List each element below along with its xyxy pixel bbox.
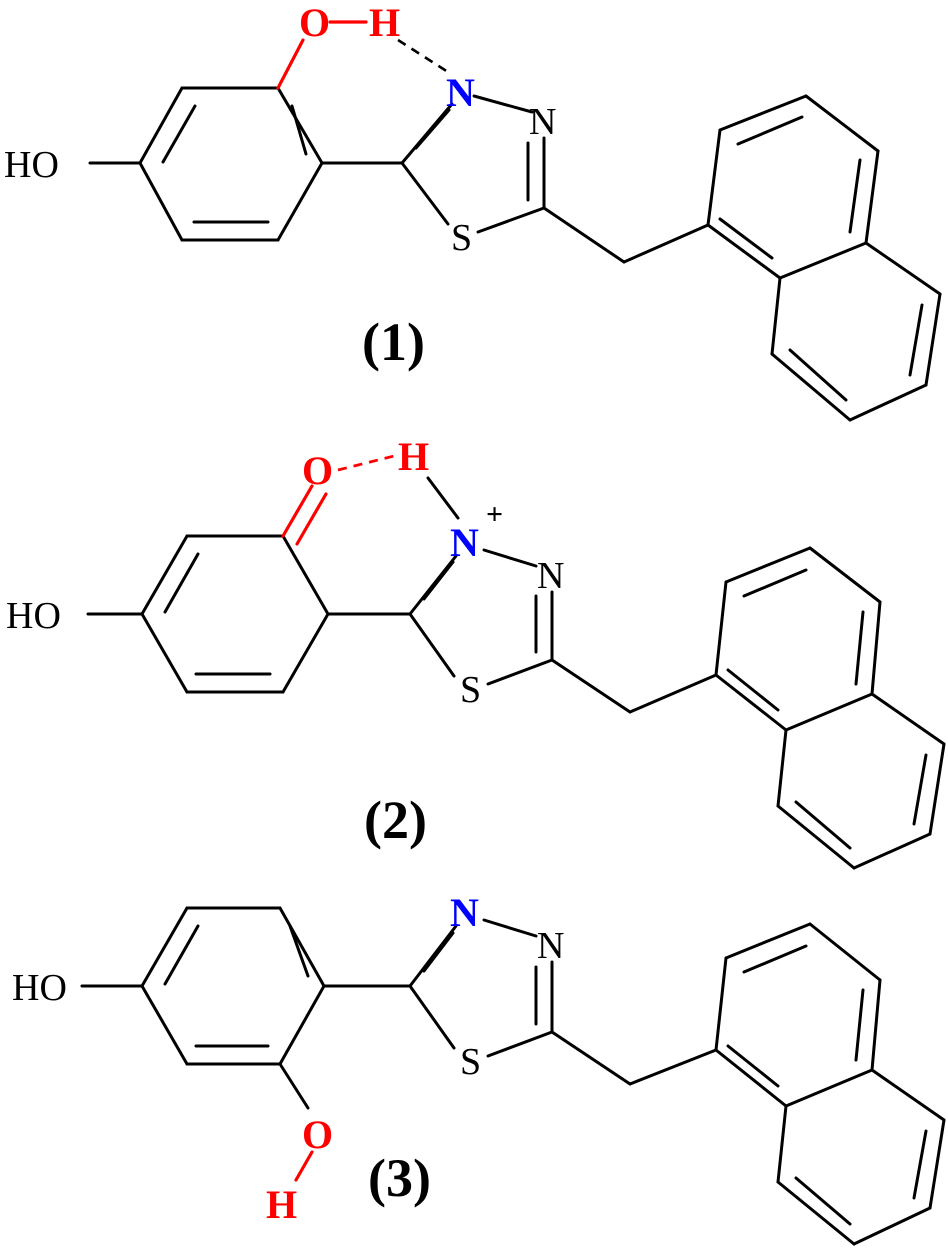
phenol-ring [140, 906, 326, 1066]
positive-charge-label: + [486, 498, 503, 531]
sulfur-label: S [460, 669, 481, 711]
oxygen-label: O [302, 448, 333, 493]
hydrogen-bond [337, 454, 395, 472]
compound-label: (3) [368, 1148, 431, 1208]
o-ring-bond [276, 38, 305, 90]
n-h-bond [426, 476, 460, 520]
naphthalene [714, 922, 946, 1246]
naphthalene [714, 546, 946, 870]
ch2-bond-b [628, 1048, 718, 1086]
ch2-bond-a [550, 658, 632, 714]
o-h-bond [294, 1150, 314, 1182]
hydroxyl-label: HO [4, 144, 59, 186]
oxygen-label: O [299, 0, 330, 45]
ch2-bond-b [622, 223, 710, 264]
thiadiazole-ring [320, 94, 546, 234]
c-o-double-bond-a [281, 484, 314, 538]
molecule-1: HO O H N N S (1) [4, 0, 942, 422]
nitrogen-4-label: N [537, 555, 564, 597]
nitrogen-3-label: N [450, 520, 479, 565]
c-o-bond [278, 1062, 310, 1110]
compound-label: (2) [364, 790, 427, 850]
c-o-double-bond-b [295, 492, 328, 546]
ch2-bond-a [542, 206, 626, 264]
nitrogen-3-label: N [450, 890, 479, 935]
ch2-bond-a [550, 1030, 632, 1086]
hydrogen-bond [397, 38, 449, 74]
sulfur-label: S [460, 1041, 481, 1083]
phenol-ring [138, 86, 324, 242]
oxygen-label: O [302, 1112, 333, 1157]
molecule-3: HO O H N N S (3) [12, 890, 946, 1246]
ch2-bond-b [628, 673, 718, 714]
thiadiazole-ring [322, 918, 554, 1058]
hydrogen-label: H [369, 0, 400, 45]
naphthalene [706, 94, 942, 422]
sulfur-label: S [451, 217, 472, 259]
nitrogen-4-label: N [537, 925, 564, 967]
nitrogen-4-label: N [529, 101, 556, 143]
thiadiazolium-ring [326, 548, 554, 686]
hydrogen-label: H [398, 434, 429, 479]
nitrogen-3-label: N [446, 70, 475, 115]
compound-label: (1) [362, 312, 425, 372]
molecule-2: HO O H N + N S (2) [6, 434, 946, 870]
hydroxyl-label: HO [6, 595, 61, 637]
dienone-ring [140, 534, 330, 694]
hydrogen-label: H [266, 1182, 297, 1227]
hydroxyl-label: HO [12, 967, 67, 1009]
